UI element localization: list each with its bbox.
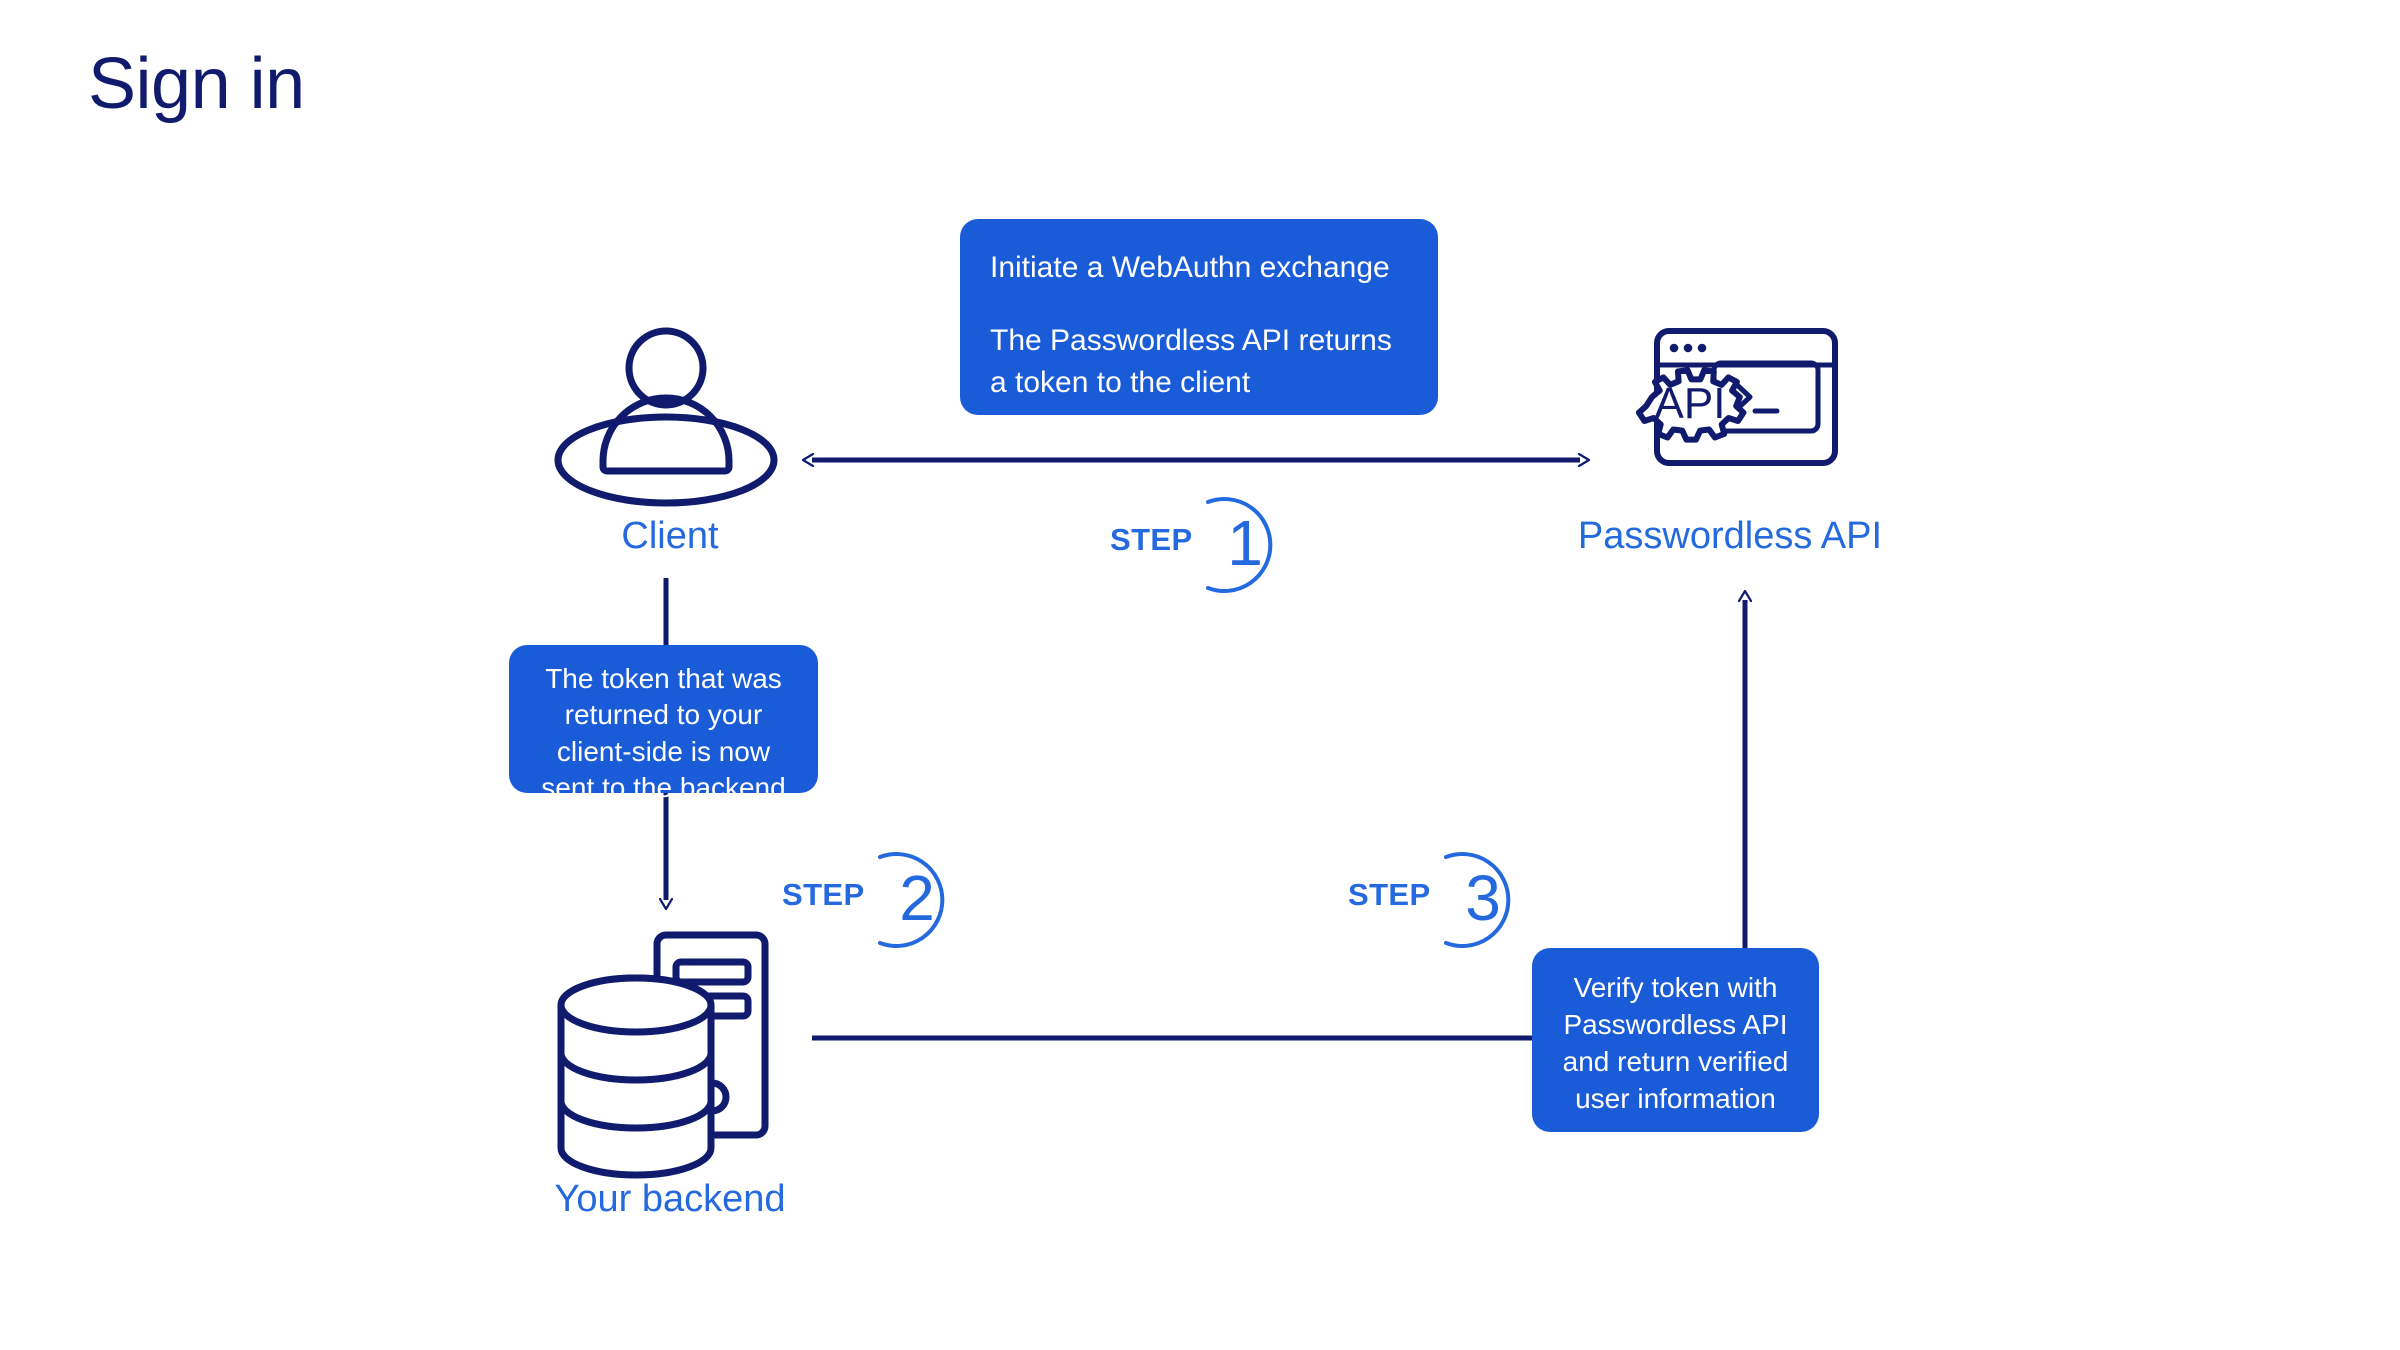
callout-step-1-line-2: The Passwordless API returns a token to … <box>990 323 1392 400</box>
step-badge-2-number: 2 <box>899 862 935 934</box>
page-title: Sign in <box>88 44 305 124</box>
step-badge-2-word: STEP <box>782 877 865 912</box>
node-label-backend: Your backend <box>554 1178 786 1220</box>
callout-step-3: Verify token with Passwordless API and r… <box>1532 948 1819 1132</box>
step-badge-1-number: 1 <box>1227 507 1263 579</box>
person-in-ellipse-icon <box>554 327 778 507</box>
step-badge-3-number: 3 <box>1465 862 1501 934</box>
callout-step-3-line-1: Verify token with Passwordless API and r… <box>1562 972 1789 1114</box>
node-label-passwordless-api: Passwordless API <box>1577 515 1883 557</box>
step-badge-2: STEP 2 <box>782 845 1012 955</box>
step-badge-3: STEP 3 <box>1348 845 1578 955</box>
database-server-icon <box>557 931 769 1179</box>
step-badge-1: STEP 1 <box>1110 490 1340 600</box>
step-badge-3-word: STEP <box>1348 877 1431 912</box>
callout-step-1-line-1: Initiate a WebAuthn exchange <box>990 251 1390 284</box>
step-badge-1-word: STEP <box>1110 522 1193 557</box>
api-gear-terminal-icon: API <box>1636 328 1838 466</box>
node-label-client: Client <box>621 515 719 557</box>
callout-step-2: The token that was returned to your clie… <box>509 645 818 803</box>
callout-step-2-line-1: The token that was returned to your clie… <box>541 663 786 804</box>
callout-step-1: Initiate a WebAuthn exchange The Passwor… <box>960 219 1438 415</box>
api-icon-text: API <box>1655 379 1726 428</box>
